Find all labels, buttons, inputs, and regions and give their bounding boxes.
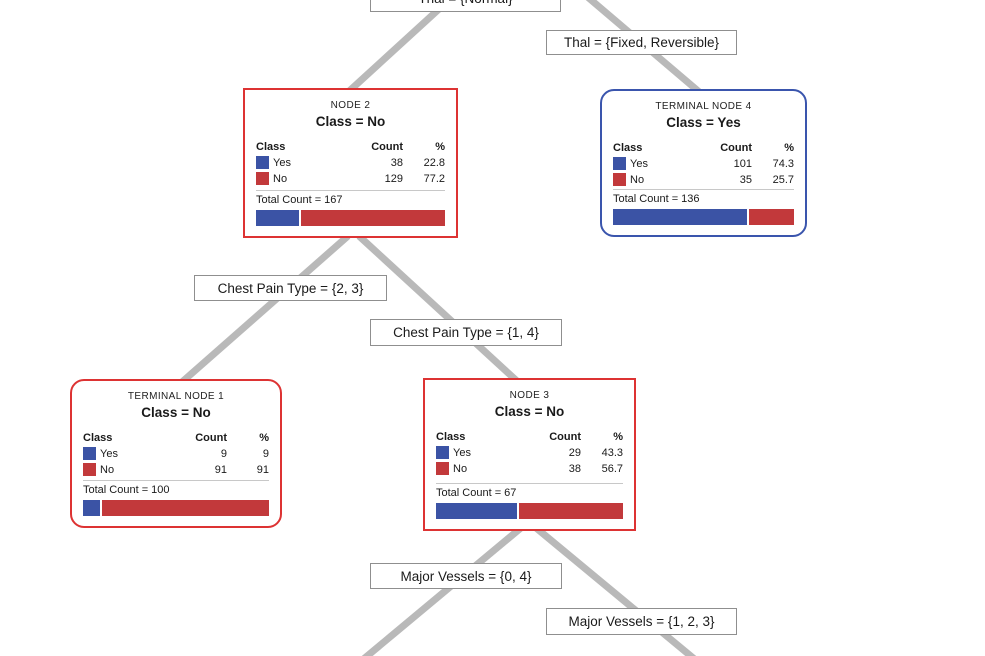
edge-label-thal-normal: Thal = {Normal} xyxy=(370,0,561,12)
stats-table-header: Class Count % xyxy=(436,431,623,443)
terminal-node-4[interactable]: TERMINAL NODE 4 Class = Yes Class Count … xyxy=(600,89,807,237)
edge-line-root-node2 xyxy=(343,0,455,97)
bar-no-segment xyxy=(301,210,445,226)
bar-yes-segment xyxy=(436,503,517,519)
node-3[interactable]: NODE 3 Class = No Class Count % Yes 29 4… xyxy=(423,378,636,531)
percent-header: % xyxy=(435,141,445,153)
count-header: Count xyxy=(195,432,227,444)
yes-count: 38 xyxy=(390,156,403,169)
no-percent: 56.7 xyxy=(601,462,623,475)
table-row-no: No 91 91 xyxy=(83,463,269,476)
edge-label-chest-pain-1-4: Chest Pain Type = {1, 4} xyxy=(370,319,562,346)
table-row-no: No 129 77.2 xyxy=(256,172,445,185)
class-distribution-bar xyxy=(436,503,623,519)
count-header: Count xyxy=(549,431,581,443)
no-label: No xyxy=(273,172,288,185)
class-header: Class xyxy=(613,142,643,154)
yes-swatch-icon xyxy=(83,447,96,460)
node-class-label: Class = No xyxy=(141,405,211,420)
count-header: Count xyxy=(720,142,752,154)
class-distribution-bar xyxy=(256,210,445,226)
yes-label: Yes xyxy=(453,446,471,459)
edge-line-node2-node3 xyxy=(356,233,521,385)
terminal-node-1[interactable]: TERMINAL NODE 1 Class = No Class Count %… xyxy=(70,379,282,528)
bar-no-segment xyxy=(518,503,623,519)
edge-line-node3-right xyxy=(532,524,697,656)
count-header: Count xyxy=(371,141,403,153)
no-count: 35 xyxy=(739,173,752,186)
yes-label: Yes xyxy=(273,156,291,169)
percent-header: % xyxy=(259,432,269,444)
table-row-no: No 35 25.7 xyxy=(613,173,794,186)
yes-count: 101 xyxy=(733,157,752,170)
total-count: Total Count = 136 xyxy=(613,189,794,205)
edge-label-chest-pain-2-3: Chest Pain Type = {2, 3} xyxy=(194,275,387,301)
edge-label-major-vessels-1-2-3: Major Vessels = {1, 2, 3} xyxy=(546,608,737,635)
table-row-yes: Yes 29 43.3 xyxy=(436,446,623,459)
no-swatch-icon xyxy=(613,173,626,186)
node-title: NODE 3 xyxy=(509,390,550,401)
no-label: No xyxy=(100,463,115,476)
node-class-label: Class = No xyxy=(315,114,386,129)
edge-line-node3-left xyxy=(361,524,525,656)
no-swatch-icon xyxy=(436,462,449,475)
no-percent: 25.7 xyxy=(772,173,794,186)
no-label: No xyxy=(453,462,468,475)
edge-line-node2-terminal1 xyxy=(179,233,351,385)
node-2[interactable]: NODE 2 Class = No Class Count % Yes 38 2… xyxy=(243,88,458,238)
class-distribution-bar xyxy=(83,500,269,516)
yes-label: Yes xyxy=(630,157,648,170)
no-percent: 91 xyxy=(256,463,269,476)
yes-label: Yes xyxy=(100,447,118,460)
edge-label-major-vessels-0-4: Major Vessels = {0, 4} xyxy=(370,563,562,589)
no-count: 38 xyxy=(568,462,581,475)
node-class-label: Class = Yes xyxy=(666,115,741,130)
class-header: Class xyxy=(83,432,113,444)
yes-swatch-icon xyxy=(613,157,626,170)
yes-percent: 9 xyxy=(262,447,269,460)
node-title: TERMINAL NODE 4 xyxy=(655,101,752,112)
class-header: Class xyxy=(256,141,286,153)
yes-percent: 74.3 xyxy=(772,157,794,170)
bar-yes-segment xyxy=(256,210,300,226)
yes-swatch-icon xyxy=(436,446,449,459)
table-row-yes: Yes 9 9 xyxy=(83,447,269,460)
bar-yes-segment xyxy=(83,500,100,516)
no-count: 129 xyxy=(384,172,403,185)
bar-no-segment xyxy=(749,209,794,225)
no-count: 91 xyxy=(214,463,227,476)
node-title: NODE 2 xyxy=(330,100,371,111)
node-title: TERMINAL NODE 1 xyxy=(127,391,225,402)
no-swatch-icon xyxy=(256,172,269,185)
total-count: Total Count = 67 xyxy=(436,483,623,499)
table-row-no: No 38 56.7 xyxy=(436,462,623,475)
stats-table-header: Class Count % xyxy=(613,142,794,154)
class-distribution-bar xyxy=(613,209,794,225)
class-header: Class xyxy=(436,431,466,443)
yes-percent: 22.8 xyxy=(423,156,445,169)
edge-label-thal-fixed-reversible: Thal = {Fixed, Reversible} xyxy=(546,30,737,55)
node-class-label: Class = No xyxy=(494,404,565,419)
table-row-yes: Yes 38 22.8 xyxy=(256,156,445,169)
table-row-yes: Yes 101 74.3 xyxy=(613,157,794,170)
yes-percent: 43.3 xyxy=(601,446,623,459)
no-swatch-icon xyxy=(83,463,96,476)
stats-table-header: Class Count % xyxy=(256,141,445,153)
no-percent: 77.2 xyxy=(423,172,445,185)
bar-no-segment xyxy=(101,500,269,516)
percent-header: % xyxy=(784,142,794,154)
yes-swatch-icon xyxy=(256,156,269,169)
stats-table-header: Class Count % xyxy=(83,432,269,444)
yes-count: 29 xyxy=(568,446,581,459)
yes-count: 9 xyxy=(220,447,227,460)
total-count: Total Count = 100 xyxy=(83,480,269,496)
percent-header: % xyxy=(613,431,623,443)
total-count: Total Count = 167 xyxy=(256,190,445,206)
bar-yes-segment xyxy=(613,209,748,225)
no-label: No xyxy=(630,173,645,186)
